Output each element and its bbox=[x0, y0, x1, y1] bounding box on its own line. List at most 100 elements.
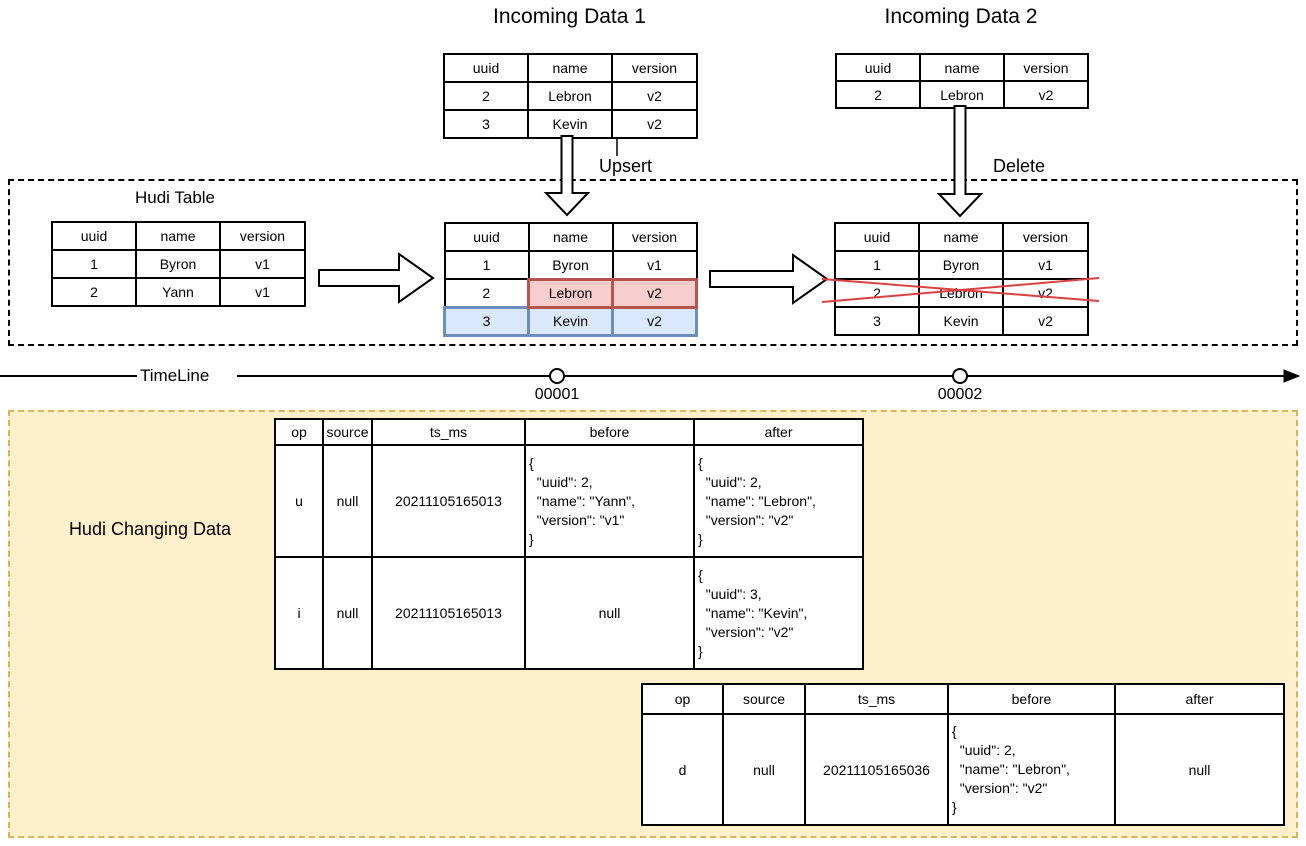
after-json-cell: { "uuid": 3, "name": "Kevin", "version":… bbox=[693, 556, 864, 670]
incoming-data-1-title: Incoming Data 1 bbox=[493, 5, 646, 28]
incoming-data-1-table: uuid name version 2 Lebron v2 3 Kevin v2 bbox=[443, 53, 698, 139]
cell: Kevin bbox=[918, 306, 1004, 336]
header-cell: before bbox=[947, 683, 1116, 715]
inserted-cell: 3 bbox=[443, 305, 530, 337]
cell: u bbox=[274, 444, 324, 558]
table-row: 3 Kevin v2 bbox=[443, 109, 698, 139]
header-cell: version bbox=[611, 53, 698, 83]
cdc-table-2: op source ts_ms before after d null 2021… bbox=[641, 683, 1285, 826]
deleted-cell: v2 bbox=[1002, 278, 1089, 308]
header-cell: uuid bbox=[443, 53, 529, 83]
table-row: 2 Yann v1 bbox=[51, 277, 306, 307]
cell: Byron bbox=[918, 250, 1004, 280]
hudi-after-delete-table: uuid name version 1 Byron v1 2 Lebron v2… bbox=[834, 222, 1089, 336]
hudi-initial-table: uuid name version 1 Byron v1 2 Yann v1 bbox=[51, 221, 306, 307]
hudi-table-label: Hudi Table bbox=[134, 188, 216, 207]
table-row: uuid name version bbox=[51, 221, 306, 251]
cell: 1 bbox=[51, 249, 137, 279]
cell: 2 bbox=[443, 278, 530, 308]
header-cell: name bbox=[527, 222, 614, 252]
table-row: i null 20211105165013 null { "uuid": 3, … bbox=[274, 556, 864, 670]
before-json-cell: { "uuid": 2, "name": "Lebron", "version"… bbox=[947, 713, 1116, 826]
table-row: 3 Kevin v2 bbox=[834, 306, 1089, 336]
table-row: 2 Lebron v2 bbox=[835, 80, 1089, 109]
commit-2-label: 00002 bbox=[937, 386, 983, 403]
table-row: 3 Kevin v2 bbox=[443, 305, 698, 337]
header-cell: version bbox=[1003, 53, 1089, 82]
cell: null bbox=[322, 444, 373, 558]
header-cell: source bbox=[722, 683, 806, 715]
header-cell: name bbox=[135, 221, 221, 251]
cell: 1 bbox=[834, 250, 920, 280]
cell: Byron bbox=[527, 250, 614, 280]
after-json-cell: { "uuid": 2, "name": "Lebron", "version"… bbox=[693, 444, 864, 558]
incoming-data-2-title: Incoming Data 2 bbox=[884, 5, 1038, 28]
table-row: 1 Byron v1 bbox=[51, 249, 306, 279]
cell: 3 bbox=[443, 109, 529, 139]
header-cell: uuid bbox=[834, 222, 920, 252]
header-cell: before bbox=[524, 418, 695, 446]
cell: i bbox=[274, 556, 324, 670]
commit-1-marker-icon bbox=[549, 368, 565, 384]
cell: 20211105165036 bbox=[804, 713, 949, 826]
table-row: 2 Lebron v2 bbox=[443, 277, 698, 309]
cell: Kevin bbox=[527, 109, 613, 139]
table-row: uuid name version bbox=[443, 53, 698, 83]
hudi-after-upsert-table: uuid name version 1 Byron v1 2 Lebron v2… bbox=[443, 222, 698, 337]
cell: 2 bbox=[443, 81, 529, 111]
cell: Lebron bbox=[527, 81, 613, 111]
cell: v1 bbox=[219, 249, 306, 279]
header-cell: name bbox=[918, 222, 1004, 252]
cell: 2 bbox=[835, 80, 921, 109]
table-row: 2 Lebron v2 bbox=[834, 278, 1089, 308]
cell: v1 bbox=[219, 277, 306, 307]
table-row: 1 Byron v1 bbox=[834, 250, 1089, 280]
table-row: d null 20211105165036 { "uuid": 2, "name… bbox=[641, 713, 1285, 826]
cell: v1 bbox=[611, 250, 698, 280]
header-cell: source bbox=[322, 418, 373, 446]
updated-cell: v2 bbox=[611, 277, 698, 309]
inserted-cell: Kevin bbox=[527, 305, 614, 337]
header-cell: name bbox=[527, 53, 613, 83]
header-cell: ts_ms bbox=[371, 418, 526, 446]
cell: v1 bbox=[1002, 250, 1089, 280]
cell: v2 bbox=[611, 109, 698, 139]
table-row: 2 Lebron v2 bbox=[443, 81, 698, 111]
header-cell: op bbox=[641, 683, 724, 715]
deleted-cell: Lebron bbox=[918, 278, 1004, 308]
hudi-table-box bbox=[8, 179, 1298, 346]
header-cell: after bbox=[693, 418, 864, 446]
cell: null bbox=[722, 713, 806, 826]
cell: 20211105165013 bbox=[371, 556, 526, 670]
cell: 2 bbox=[51, 277, 137, 307]
commit-1-label: 00001 bbox=[534, 386, 580, 403]
cdc-table-1: op source ts_ms before after u null 2021… bbox=[274, 418, 864, 670]
table-row: op source ts_ms before after bbox=[641, 683, 1285, 715]
header-cell: uuid bbox=[835, 53, 921, 82]
cell: Yann bbox=[135, 277, 221, 307]
header-cell: version bbox=[219, 221, 306, 251]
table-row: uuid name version bbox=[834, 222, 1089, 252]
cell: v2 bbox=[1003, 80, 1089, 109]
delete-label: Delete bbox=[993, 156, 1046, 176]
table-row: op source ts_ms before after bbox=[274, 418, 864, 446]
updated-cell: Lebron bbox=[527, 277, 614, 309]
before-json-cell: null bbox=[524, 556, 695, 670]
cell: d bbox=[641, 713, 724, 826]
cell: 20211105165013 bbox=[371, 444, 526, 558]
hudi-changing-data-label: Hudi Changing Data bbox=[68, 519, 232, 539]
incoming-data-2-table: uuid name version 2 Lebron v2 bbox=[835, 53, 1089, 109]
table-row: u null 20211105165013 { "uuid": 2, "name… bbox=[274, 444, 864, 558]
header-cell: uuid bbox=[443, 222, 530, 252]
cell: Lebron bbox=[919, 80, 1005, 109]
table-row: 1 Byron v1 bbox=[443, 250, 698, 280]
cell: 3 bbox=[834, 306, 920, 336]
table-row: uuid name version bbox=[443, 222, 698, 252]
timeline-label: TimeLine bbox=[140, 366, 210, 385]
cell: Byron bbox=[135, 249, 221, 279]
deleted-cell: 2 bbox=[834, 278, 920, 308]
timeline-arrowhead-icon bbox=[1283, 369, 1301, 383]
cell: null bbox=[322, 556, 373, 670]
cell: v2 bbox=[1002, 306, 1089, 336]
cell: v2 bbox=[611, 81, 698, 111]
